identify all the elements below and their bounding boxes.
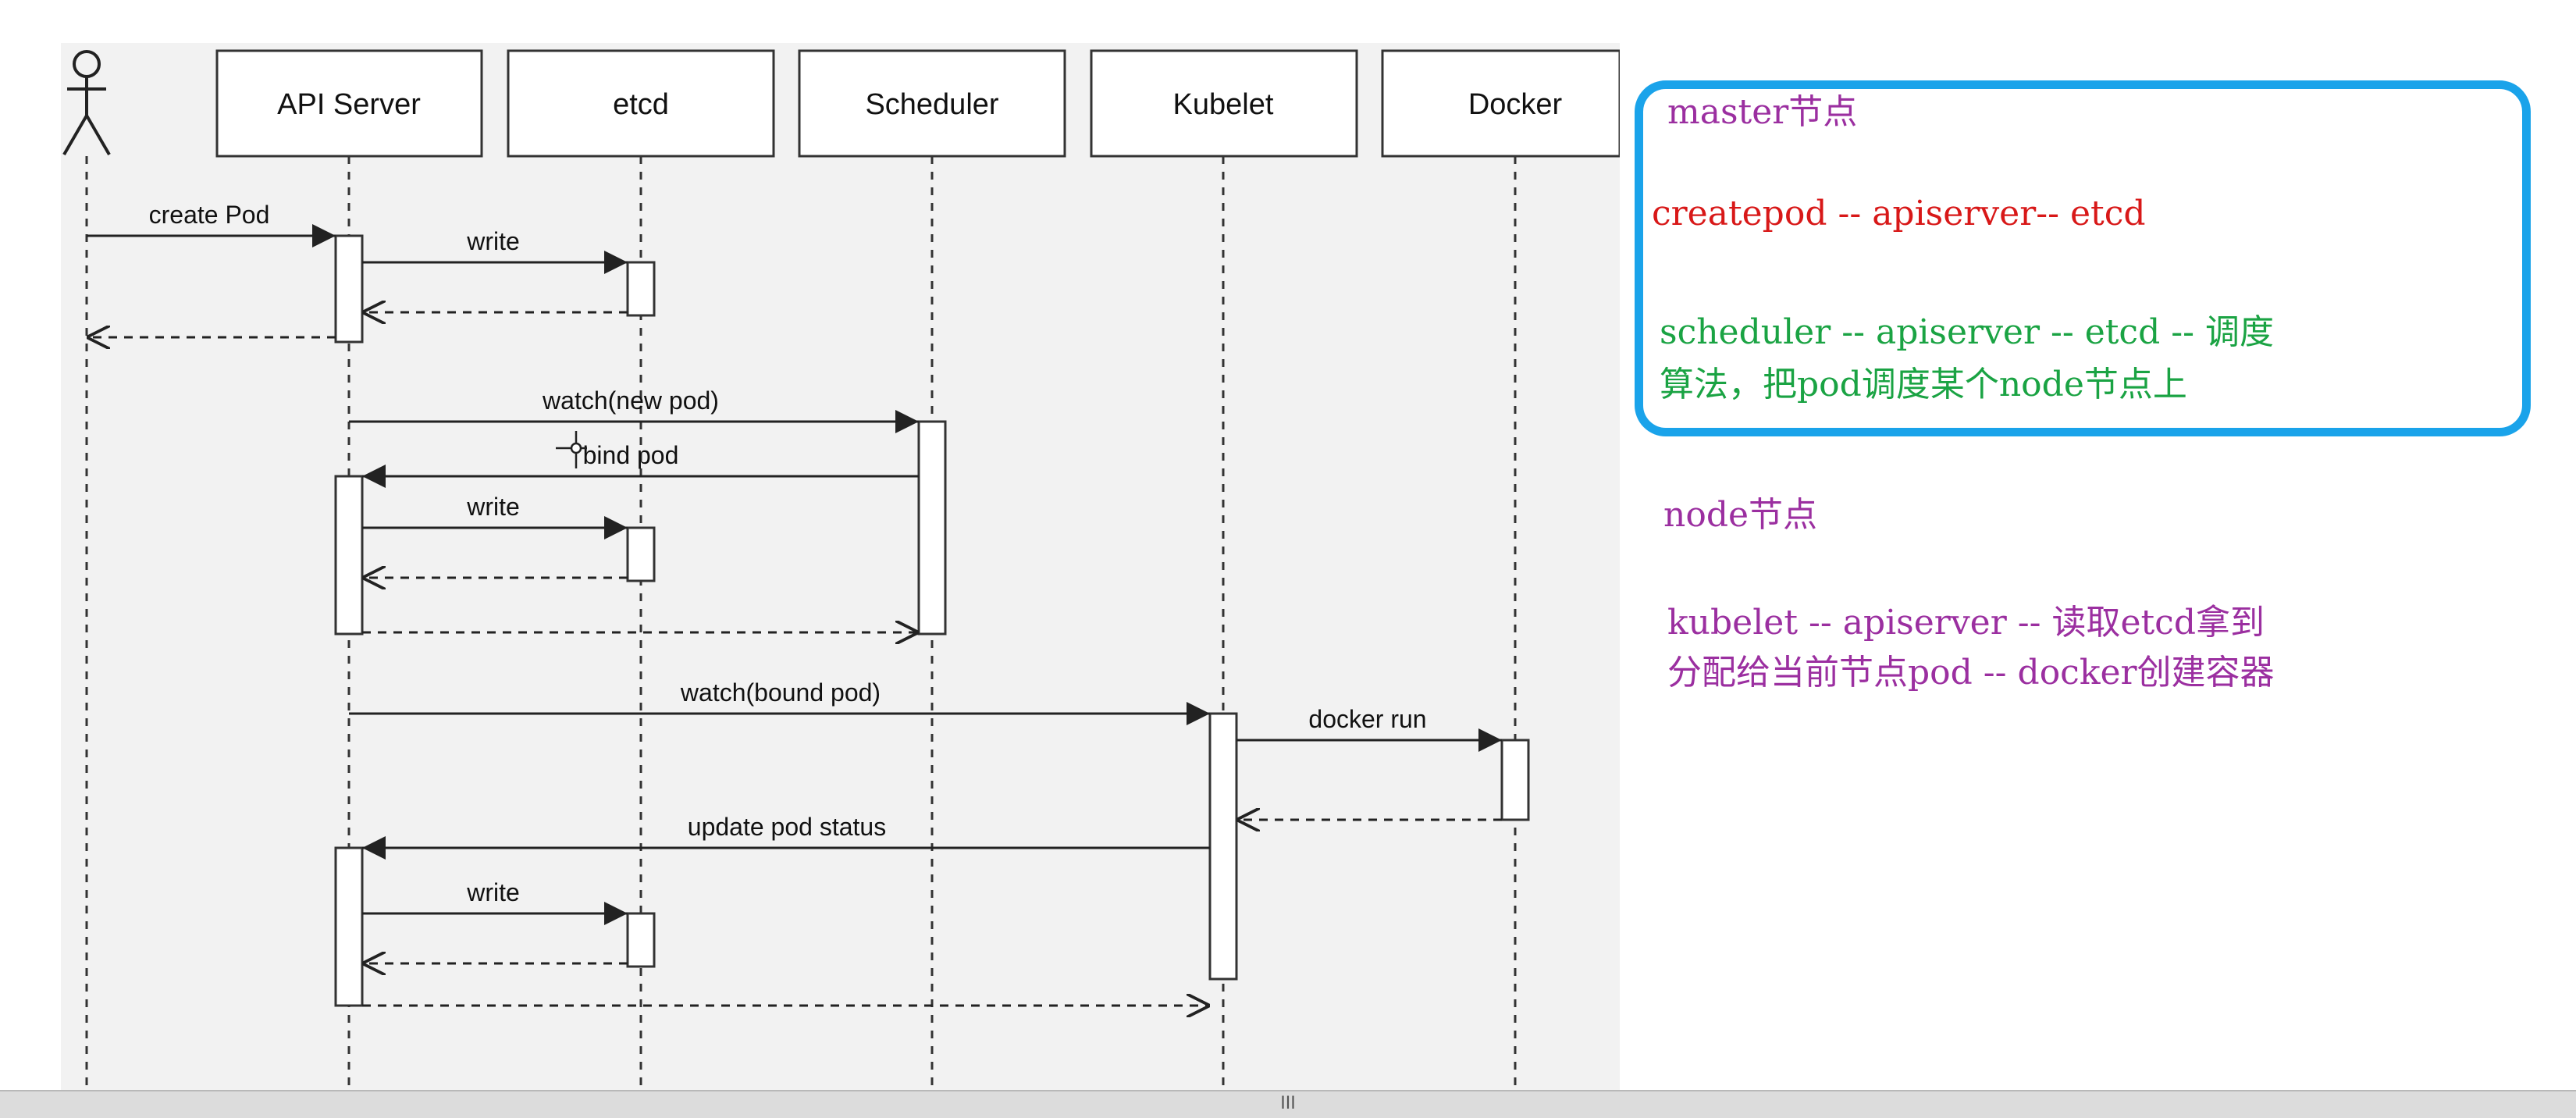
participant-docker-box — [1381, 49, 1620, 158]
scheduler-flow-line-1: scheduler -- apiserver -- etcd -- 调度 — [1660, 312, 2274, 352]
node-title: node节点 — [1663, 495, 1818, 535]
actor-icon — [62, 50, 111, 156]
node-flow-line-2: 分配给当前节点pod -- docker创建容器 — [1667, 653, 2275, 693]
participant-api-server-box — [215, 49, 483, 158]
horizontal-scrollbar[interactable]: III — [0, 1090, 2576, 1118]
activation-scheduler — [917, 420, 947, 636]
message-label: write — [466, 878, 520, 906]
master-node-title: master节点 — [1667, 92, 1858, 132]
activation-etcd — [626, 526, 656, 582]
cursor-icon — [556, 431, 587, 468]
activation-api-server — [334, 234, 364, 344]
participant-kubelet: Kubelet — [1173, 88, 1274, 121]
message-label: write — [466, 493, 520, 521]
message-label: update pod status — [688, 813, 886, 841]
participant-scheduler-box — [798, 49, 1066, 158]
node-flow-line-1: kubelet -- apiserver -- 读取etcd拿到 — [1667, 603, 2265, 643]
message-label: bind pod — [583, 441, 679, 469]
message-label: write — [466, 227, 520, 255]
participant-docker: Docker — [1468, 88, 1563, 121]
participant-api-server: API Server — [277, 88, 421, 121]
participant-etcd-box — [507, 49, 775, 158]
activation-etcd — [626, 912, 656, 968]
participant-etcd: etcd — [613, 88, 669, 121]
message-label: watch(bound pod) — [680, 678, 881, 707]
message-label: create Pod — [149, 201, 270, 229]
activation-api-server — [334, 475, 364, 636]
participant-kubelet-box — [1090, 49, 1358, 158]
message-label: watch(new pod) — [542, 386, 719, 415]
activation-etcd — [626, 261, 656, 317]
scrollbar-grip-icon[interactable]: III — [1280, 1094, 1296, 1113]
master-create-flow: createpod -- apiserver-- etcd — [1652, 194, 2146, 233]
activation-kubelet — [1208, 712, 1238, 981]
sequence-diagram: API Server etcd Scheduler Kubelet Docker — [61, 43, 1620, 1090]
message-label: docker run — [1308, 705, 1426, 733]
activation-docker — [1500, 739, 1530, 821]
master-node-box — [1635, 80, 2531, 436]
participant-scheduler: Scheduler — [865, 88, 998, 121]
scheduler-flow-line-2: 算法，把pod调度某个node节点上 — [1660, 365, 2187, 404]
activation-api-server — [334, 846, 364, 1007]
